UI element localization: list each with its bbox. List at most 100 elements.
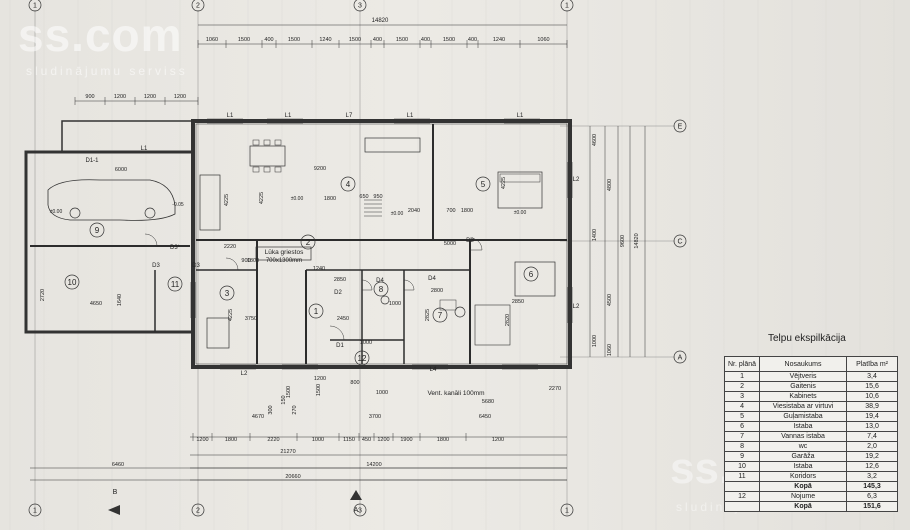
room-number-circle	[167, 276, 183, 292]
axis-bubble	[191, 503, 205, 517]
dimension-text: 4800	[607, 179, 613, 191]
dimension-text: 1500	[396, 37, 408, 43]
dimension-text: 900	[85, 94, 94, 100]
desk	[206, 317, 230, 349]
axis-bubble	[28, 503, 42, 517]
cell-name: Kabinets	[759, 391, 848, 402]
cell-number: 4	[723, 401, 761, 412]
cell-number: 5	[723, 411, 761, 422]
door-label: D3	[466, 238, 474, 244]
cell-number: 12	[723, 491, 761, 502]
toilet-icon	[454, 306, 466, 318]
carport-roof	[61, 120, 194, 153]
dimension-text: 1800	[247, 258, 259, 264]
cell-name: Vannas istaba	[759, 431, 848, 442]
bath-fixtures	[474, 304, 511, 346]
dimension-text: 2850	[334, 277, 346, 283]
table-header-row: Nr. plānā Nosaukums Platība m²	[723, 356, 899, 372]
col-header-area: Platība m²	[846, 356, 899, 372]
chair	[252, 166, 260, 173]
cell-number: 1	[723, 371, 761, 382]
cell-area: 19,4	[846, 411, 899, 422]
room-number: 1	[314, 307, 319, 316]
dimension-text: 2800	[431, 288, 443, 294]
room-number-circle	[523, 266, 539, 282]
dimension-text: 400	[468, 37, 477, 43]
cell-area: 13,0	[846, 421, 899, 432]
dimension-text: 4500	[607, 294, 613, 306]
exterior-wall	[191, 119, 572, 369]
cell-number: 11	[723, 471, 761, 482]
axis-label: 1	[565, 3, 569, 10]
level-mark: ±0.00	[514, 210, 527, 216]
axis-bubble	[191, 0, 205, 12]
cell-area: 2,0	[846, 441, 899, 452]
cell-area: 10,6	[846, 391, 899, 402]
dimension-text: 1240	[319, 37, 331, 43]
room-number: 7	[438, 311, 443, 320]
garage-wall	[24, 150, 195, 334]
dimension-text: 1060	[206, 37, 218, 43]
dimension-text: 1400	[592, 229, 598, 241]
room-number-circle	[373, 281, 389, 297]
dimension-text: 1200	[377, 437, 389, 443]
dimension-text: 2825	[425, 309, 431, 321]
door-label: D1	[336, 343, 344, 349]
cell-name: Istaba	[759, 461, 848, 472]
dimension-text: 6000	[115, 167, 127, 173]
room-number: 11	[171, 280, 180, 289]
dimension-text: 900	[241, 258, 250, 264]
col-header-number: Nr. plānā	[723, 356, 761, 372]
dimension-text: 1500	[349, 37, 361, 43]
level-mark: ±0.00	[391, 211, 404, 217]
car-wheel	[144, 207, 156, 219]
dimension-text: 1240	[313, 266, 325, 272]
window-label: L4	[430, 367, 437, 373]
cell-area: 19,2	[846, 451, 899, 462]
axis-label: 2	[196, 3, 200, 10]
chair	[274, 139, 282, 146]
door-swing	[403, 279, 415, 291]
pillow	[499, 173, 541, 183]
watermark-logo: ss.com	[18, 9, 183, 61]
dimension-text: 2220	[224, 244, 236, 250]
room-number-circle	[432, 307, 448, 323]
window-label: L1	[517, 113, 524, 119]
level-mark: ±0.00	[291, 196, 304, 202]
dimension-text: 2270	[549, 386, 561, 392]
cell-name: Vējtveris	[759, 371, 848, 382]
dimension-text: 1900	[400, 437, 412, 443]
door-label: D4	[428, 276, 436, 282]
dimension-text: 2850	[512, 299, 524, 305]
dimension-text: 20660	[285, 474, 300, 480]
door-label: D3*	[170, 245, 181, 251]
room-number: 4	[346, 180, 351, 189]
axis-label: 1	[33, 3, 37, 10]
cell-name: wc	[759, 441, 848, 452]
axis-label: 3	[358, 3, 362, 10]
dimension-text: 1000	[389, 301, 401, 307]
door-label: D2	[334, 290, 342, 296]
cell-name: Kopā	[759, 481, 848, 492]
door-swing	[361, 279, 373, 291]
room-number-circle	[354, 350, 370, 366]
car-wheel	[69, 207, 81, 219]
cell-area: 3,4	[846, 371, 899, 382]
dimension-text: 1500	[286, 386, 292, 398]
room-number: 8	[379, 285, 384, 294]
cell-area: 6,3	[846, 491, 899, 502]
dimension-text: 270	[292, 405, 298, 414]
cell-number	[723, 481, 761, 492]
room-number: 3	[225, 289, 230, 298]
room-number: 10	[68, 278, 77, 287]
sofa	[364, 137, 421, 153]
dimension-text: 1640	[117, 294, 123, 306]
dimension-text: 1000	[360, 340, 372, 346]
window-label: L2	[573, 304, 580, 310]
dimension-text: 2450	[337, 316, 349, 322]
cell-area: 12,6	[846, 461, 899, 472]
dimension-text: 1200	[492, 437, 504, 443]
